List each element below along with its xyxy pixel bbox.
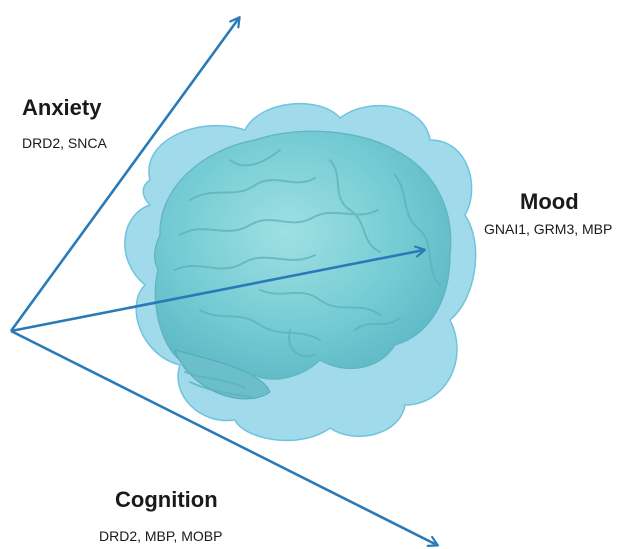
mood-title: Mood: [520, 189, 579, 215]
cognition-title: Cognition: [115, 487, 218, 513]
mood-genes: GNAI1, GRM3, MBP: [484, 220, 612, 238]
cognition-genes: DRD2, MBP, MOBP: [99, 527, 222, 545]
anxiety-genes: DRD2, SNCA: [22, 134, 107, 152]
anxiety-title: Anxiety: [22, 95, 101, 121]
